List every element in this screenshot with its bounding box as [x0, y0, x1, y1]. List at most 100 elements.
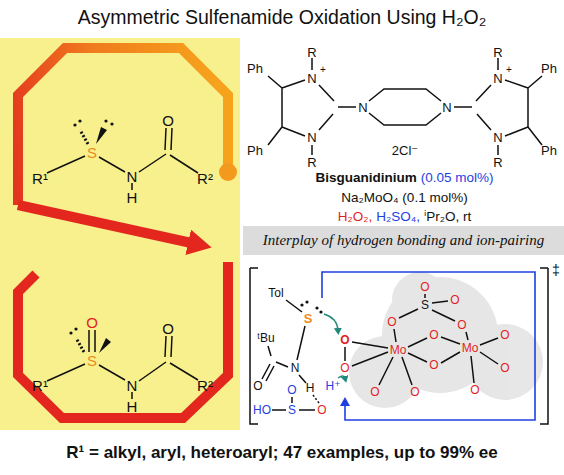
substituent: R² — [197, 171, 213, 186]
atom-label: H — [306, 382, 315, 394]
lone-pair — [73, 123, 76, 126]
atom-label: O — [387, 316, 396, 328]
atom-label: O — [429, 329, 438, 341]
atom-label: O — [457, 319, 466, 331]
molecular-surface — [349, 272, 543, 408]
substituent: R — [493, 156, 502, 169]
reaction-arrow — [219, 163, 237, 181]
title: Asymmetric Sulfenamide Oxidation Using H… — [0, 6, 564, 29]
atom-label: Mo — [462, 342, 479, 354]
reaction-condition: H₂O₂, — [338, 210, 372, 224]
atom-label: O — [450, 294, 459, 306]
atom-label: N — [127, 169, 138, 184]
lone-pair — [74, 327, 77, 330]
atom-label: N — [493, 72, 502, 85]
atom-label: O — [470, 384, 479, 396]
counterion: 2Cl⁻ — [392, 144, 418, 157]
bond — [47, 330, 198, 399]
substituent: R¹ — [32, 171, 48, 186]
atom-label: N — [307, 131, 316, 144]
highlight-band: Interplay of hydrogen bonding and ion-pa… — [243, 226, 564, 255]
reaction-arrow — [18, 205, 196, 244]
substituent: Ph — [541, 144, 557, 157]
bond — [313, 395, 319, 403]
atom-label: S — [288, 404, 296, 416]
bond — [399, 294, 455, 321]
reaction-condition: ⁱPr₂O, rt — [424, 210, 471, 224]
substituent: Ph — [247, 62, 263, 75]
atom-label: O — [420, 281, 429, 293]
bond — [80, 130, 88, 144]
atom-label: O — [340, 362, 349, 374]
scope-summary: R¹ = alkyl, aryl, heteroaryl; 47 example… — [66, 444, 497, 461]
bond — [47, 128, 198, 190]
electron-arrow — [324, 314, 338, 330]
proton-transfer-arrow — [322, 272, 535, 420]
substituent: Ph — [541, 62, 557, 75]
lone-pair — [104, 119, 107, 122]
reaction-condition: Bisguanidinium — [315, 171, 416, 185]
reaction-arrow — [18, 48, 228, 205]
bond — [76, 338, 84, 352]
lone-pair — [305, 300, 308, 303]
lone-pair — [319, 310, 322, 313]
lone-pair — [300, 303, 303, 306]
proton: H⁺ — [326, 380, 341, 392]
atom-label: O — [253, 380, 262, 392]
bond — [441, 332, 498, 383]
atom-label: S — [87, 145, 97, 160]
electron-arrow — [338, 376, 345, 378]
substituent: R² — [197, 378, 213, 393]
condition-line: Bisguanidinium (0.05 mol%) — [245, 171, 564, 185]
atom-label: S — [421, 299, 429, 311]
lone-pair — [78, 119, 81, 122]
molecular-surface — [467, 324, 543, 400]
atom-label: O — [162, 113, 174, 128]
lone-pair — [69, 331, 72, 334]
atom-label: H — [127, 190, 138, 205]
reaction-condition: H₂SO₄, — [376, 210, 420, 224]
atom-label: O — [162, 321, 174, 336]
atom-label: HO — [253, 404, 271, 416]
atom-label: O — [429, 359, 438, 371]
atom-label: O — [340, 334, 349, 346]
stereo-wedge — [99, 338, 111, 353]
band-text: Interplay of hydrogen bonding and ion-pa… — [249, 232, 558, 249]
yellow-panel — [0, 38, 240, 430]
atom-label: N — [493, 131, 502, 144]
charge: + — [320, 65, 326, 75]
lone-pair — [315, 306, 318, 309]
charge: + — [506, 65, 512, 75]
atom-label: H — [127, 399, 138, 414]
substituent: R — [307, 46, 316, 59]
atom-label: O — [287, 384, 296, 396]
atom-label: S — [304, 312, 313, 325]
substituent: ᵗBu — [257, 332, 274, 344]
substituent: R¹ — [32, 378, 48, 393]
stereo-wedge — [96, 127, 111, 353]
atom-label: N — [307, 72, 316, 85]
atom-label: S — [87, 353, 97, 368]
atom-label: O — [410, 386, 419, 398]
atom-label: N — [291, 362, 300, 374]
substituent: R — [307, 156, 316, 169]
molecular-surface — [392, 272, 448, 328]
atom-label: O — [500, 362, 509, 374]
transition-state-mark: ‡ — [552, 263, 560, 277]
atom-label: O — [500, 329, 509, 341]
substituent: R — [493, 46, 502, 59]
atom-label: O — [317, 404, 326, 416]
atom-label: Mo — [390, 344, 407, 356]
atom-label: O — [86, 315, 98, 330]
reaction-condition: Na₂MoO₄ (0.1 mol%) — [341, 191, 467, 205]
condition-line: H₂O₂, H₂SO₄, ⁱPr₂O, rt — [245, 210, 564, 224]
reaction-condition: (0.05 mol%) — [421, 171, 494, 185]
reaction-arrow — [18, 262, 228, 418]
atom-label: N — [442, 101, 451, 114]
reaction-arrow — [18, 48, 237, 418]
atom-label: N — [127, 378, 138, 393]
bond — [250, 268, 548, 424]
lone-pair — [110, 122, 113, 125]
substituent: Tol — [268, 287, 283, 299]
condition-line: Na₂MoO₄ (0.1 mol%) — [245, 191, 564, 205]
